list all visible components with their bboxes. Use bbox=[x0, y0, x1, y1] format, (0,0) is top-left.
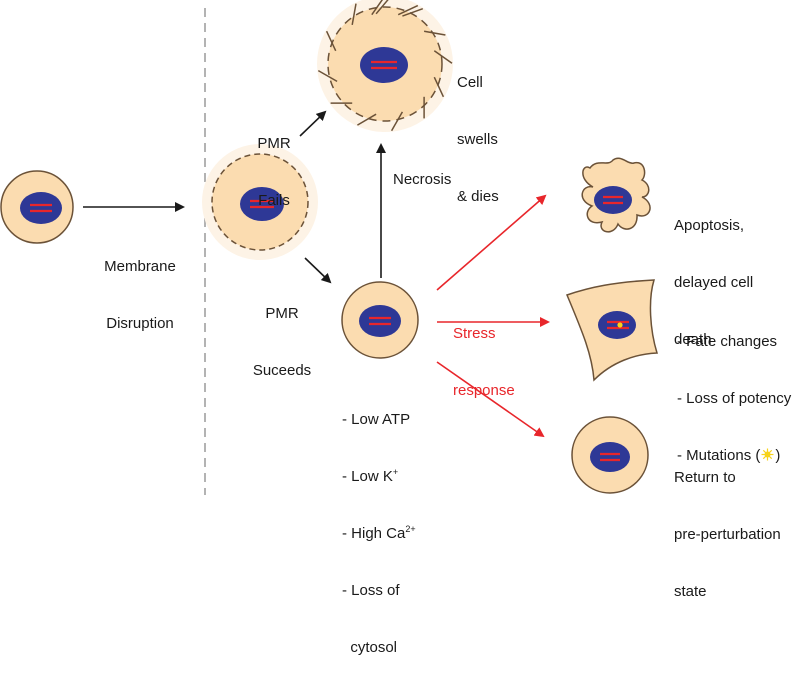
rupture-spike bbox=[423, 30, 446, 36]
mutation-dot bbox=[617, 322, 623, 328]
apoptotic-cell bbox=[581, 157, 651, 233]
membrane-disruption-label: Membrane Disruption bbox=[104, 258, 176, 332]
rupture-spike bbox=[375, 0, 389, 15]
conditions-list: - Low ATP - Low K+ - High Ca2+ - Loss of… bbox=[342, 411, 416, 656]
stress-response-label: Stress response bbox=[453, 325, 515, 399]
pmr-diagram bbox=[0, 0, 658, 495]
arrow-pmr-succeeds bbox=[304, 257, 332, 284]
star-icon bbox=[761, 448, 774, 461]
rupture-spike bbox=[351, 3, 357, 26]
rupture-spike bbox=[317, 69, 338, 83]
rupture-spike bbox=[357, 113, 377, 126]
arrow-pmr-fails bbox=[299, 110, 327, 137]
rupture-spike bbox=[397, 4, 419, 16]
rupture-spike bbox=[390, 111, 404, 132]
arrow-return bbox=[436, 361, 545, 438]
fate-changed-cell bbox=[565, 279, 658, 382]
disrupted-cell bbox=[202, 144, 318, 260]
rupture-spike bbox=[371, 0, 384, 16]
recovered-cell bbox=[571, 416, 649, 494]
initial-cell bbox=[0, 170, 74, 244]
rupture-spike bbox=[433, 50, 453, 64]
rupture-spike bbox=[325, 30, 337, 52]
fate-changes-label: - Fate changes - Loss of potency - Mutat… bbox=[677, 333, 792, 464]
apoptosis-label: Apoptosis, delayed cell death bbox=[674, 217, 754, 348]
swollen-cell bbox=[317, 0, 453, 132]
return-state-label: Return to pre-perturbation state bbox=[674, 469, 781, 600]
arrow-apoptosis bbox=[436, 194, 547, 291]
necrosis-label: Necrosis bbox=[393, 171, 452, 188]
pmr-fails-label: PMR Fails bbox=[257, 135, 291, 209]
cell-swells-dies-label: Cell swells & dies bbox=[457, 74, 499, 205]
rupture-spike bbox=[433, 76, 445, 98]
pmr-succeeds-label: PMR Suceeds bbox=[252, 305, 312, 379]
rupture-spike bbox=[402, 7, 424, 17]
repaired-cell bbox=[341, 281, 419, 359]
